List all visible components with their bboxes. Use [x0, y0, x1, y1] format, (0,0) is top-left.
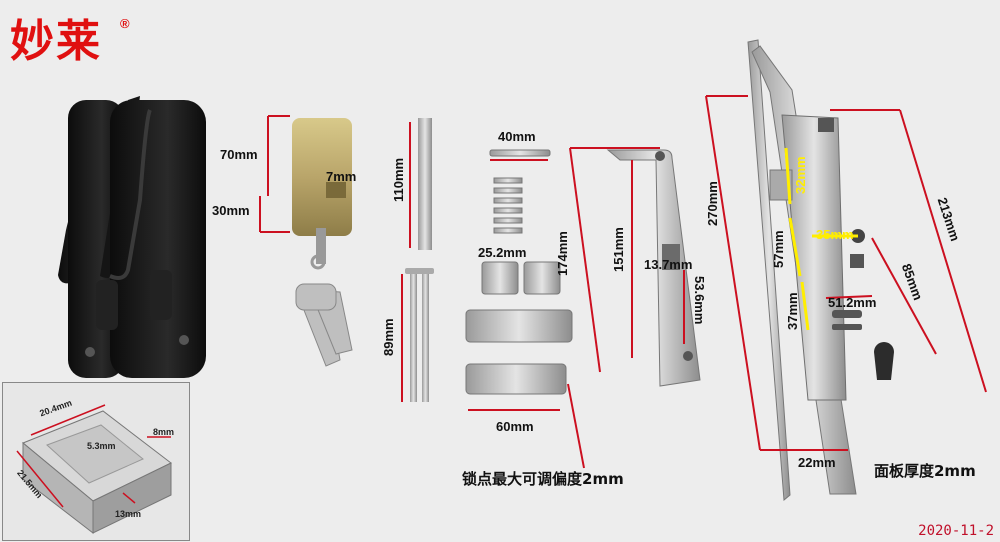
dim-270: 270mm: [705, 181, 720, 226]
dim-7: 7mm: [326, 169, 357, 184]
inset-detail: 20.4mm 5.3mm 8mm 21.5mm 13mm: [2, 382, 190, 541]
strike-plate: [606, 149, 701, 387]
dim-110: 110mm: [391, 157, 406, 202]
dim-57: 57mm: [771, 230, 786, 268]
dimension-lines: [259, 95, 987, 469]
dim-13-7: 13.7mm: [644, 257, 693, 272]
dim-32: 32mm: [793, 156, 808, 194]
dim-151: 151mm: [611, 227, 626, 272]
inset-part: [16, 404, 172, 535]
dim-35: 35mm: [816, 227, 854, 242]
dim-174: 174mm: [555, 231, 570, 276]
lock-cylinder: [292, 118, 353, 367]
dim-25-2: 25.2mm: [478, 245, 527, 260]
dim-53-6: 53.6mm: [692, 276, 707, 325]
note-panel-thickness: 面板厚度2mm: [874, 462, 976, 480]
dim-70: 70mm: [220, 147, 258, 162]
dim-51-2: 51.2mm: [828, 295, 877, 310]
inset-dim-13: 13mm: [115, 509, 142, 519]
handle-set: [58, 96, 206, 378]
dim-89: 89mm: [381, 318, 396, 356]
inset-dim-5-3: 5.3mm: [87, 441, 116, 451]
date-stamp: 2020-11-2: [918, 523, 994, 539]
note-lock-point: 锁点最大可调偏度2mm: [462, 470, 624, 488]
strike-parts: [465, 149, 573, 395]
mortise-lock-body: [747, 39, 894, 502]
dim-22: 22mm: [798, 455, 836, 470]
registered-mark: ®: [120, 16, 130, 31]
brand-logo: 妙莱: [10, 16, 102, 67]
dim-60: 60mm: [496, 419, 534, 434]
dim-37: 37mm: [785, 292, 800, 330]
inset-dim-8: 8mm: [153, 427, 175, 437]
dim-30: 30mm: [212, 203, 250, 218]
spindle-and-screws: [405, 118, 434, 402]
yellow-dimension-lines: [784, 147, 858, 331]
dim-40: 40mm: [498, 129, 536, 144]
